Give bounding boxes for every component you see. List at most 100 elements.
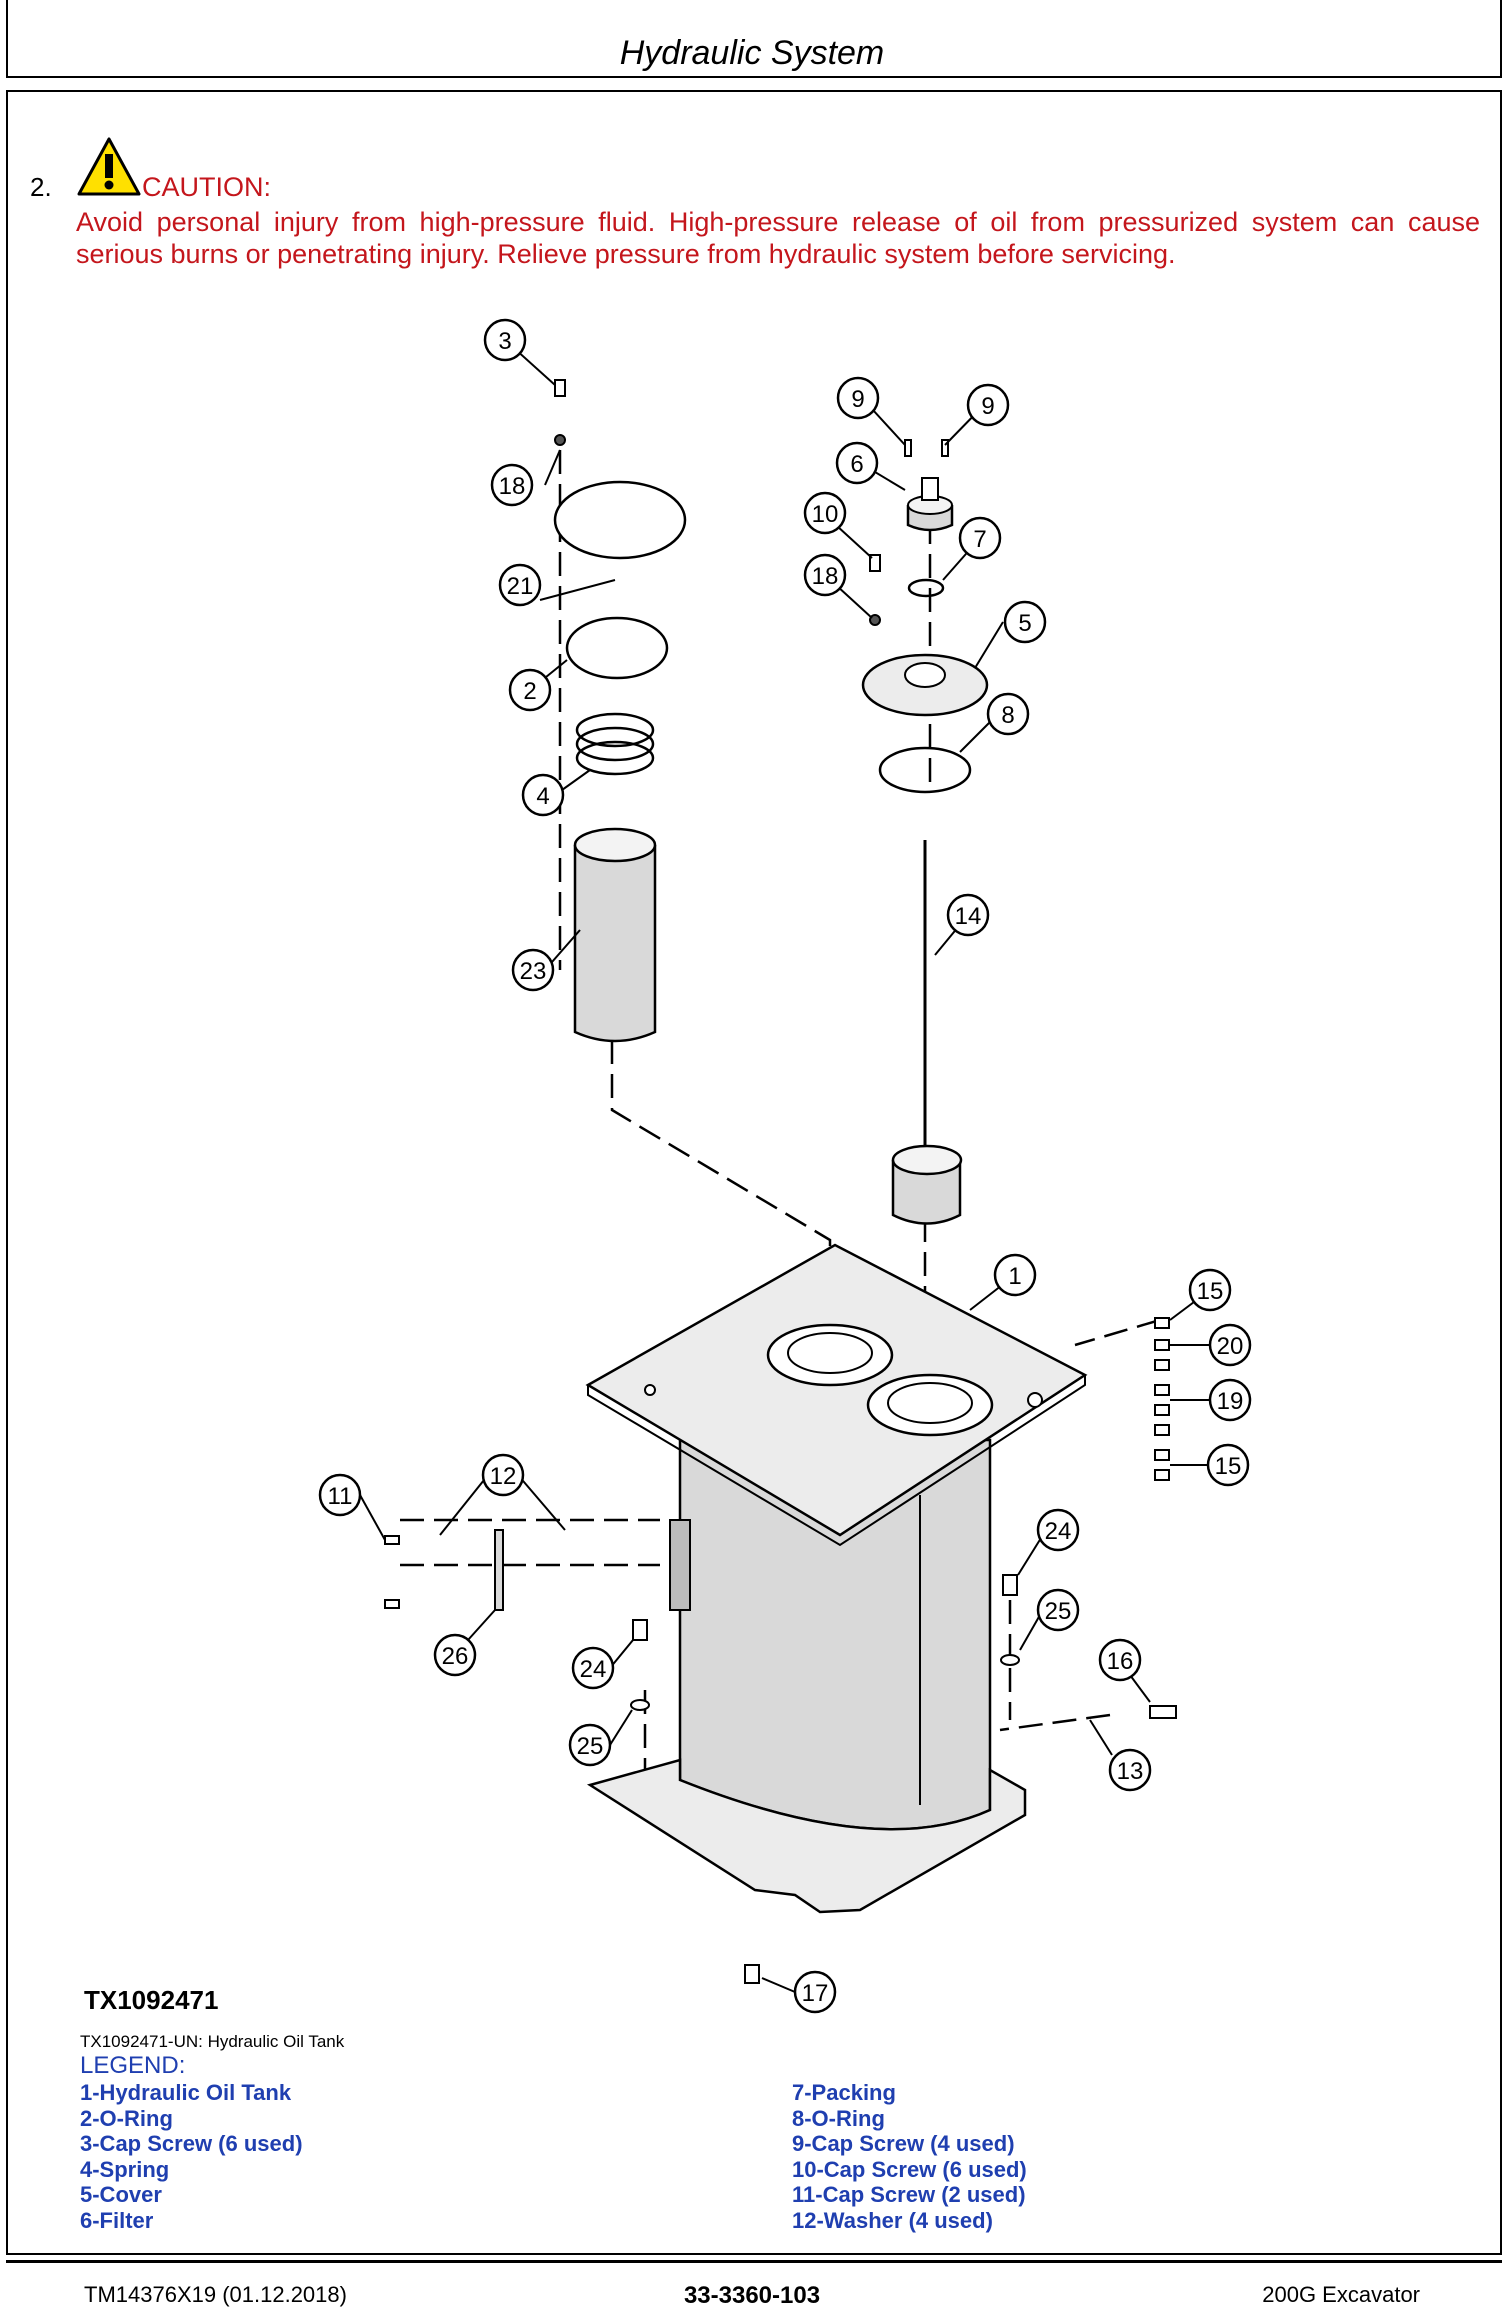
svg-text:1: 1 [1008, 1263, 1021, 1290]
svg-text:4: 4 [536, 783, 549, 810]
svg-text:23: 23 [520, 958, 547, 985]
legend-left-column: 1-Hydraulic Oil Tank 2-O-Ring 3-Cap Scre… [80, 2080, 303, 2233]
callout-24: 24 [1036, 1508, 1080, 1552]
svg-text:15: 15 [1197, 1278, 1224, 1305]
callout-17: 17 [793, 1970, 837, 2014]
footer-rule [6, 2260, 1502, 2263]
callout-7: 7 [958, 516, 1002, 560]
callout-16: 16 [1098, 1638, 1142, 1682]
legend-item: 10-Cap Screw (6 used) [792, 2156, 1027, 2182]
svg-text:7: 7 [973, 526, 986, 553]
spring-4 [575, 712, 655, 776]
callout-10: 10 [803, 491, 847, 535]
svg-text:14: 14 [955, 903, 982, 930]
svg-text:10: 10 [812, 501, 839, 528]
svg-text:8: 8 [1001, 702, 1014, 729]
strainer [891, 1144, 963, 1225]
svg-text:25: 25 [1045, 1598, 1072, 1625]
callout-13: 13 [1108, 1748, 1152, 1792]
callout-20: 20 [1208, 1323, 1252, 1367]
hydraulic-oil-tank-exploded-diagram: 3 18 21 2 4 23 9 9 6 10 7 18 5 8 14 1 15… [318, 318, 1252, 2014]
callout-4: 4 [521, 773, 565, 817]
svg-text:21: 21 [507, 573, 534, 600]
svg-text:18: 18 [812, 563, 839, 590]
svg-text:17: 17 [802, 1980, 829, 2007]
caution-text: Avoid personal injury from high-pressure… [76, 207, 1480, 269]
footer-page-number: 33-3360-103 [683, 2282, 821, 2309]
svg-text:9: 9 [981, 393, 994, 420]
footer-manual-id: TM14376X19 (01.12.2018) [84, 2282, 347, 2307]
step-number: 2. [30, 172, 52, 202]
cover-5 [861, 653, 989, 717]
svg-text:24: 24 [580, 1656, 607, 1683]
callout-18: 18 [803, 553, 847, 597]
o-ring-8 [878, 746, 972, 794]
svg-text:6: 6 [850, 451, 863, 478]
legend-item: 4-Spring [80, 2156, 170, 2182]
svg-text:9: 9 [851, 386, 864, 413]
svg-text:15: 15 [1215, 1453, 1242, 1480]
content-frame [6, 90, 1502, 2255]
tank-body [585, 1243, 1088, 1914]
filter-element-23 [573, 827, 657, 1043]
callout-15: 15 [1188, 1268, 1232, 1312]
page-header-title: Hydraulic System [619, 34, 885, 72]
legend-item: 1-Hydraulic Oil Tank [80, 2080, 292, 2105]
callout-9: 9 [966, 383, 1010, 427]
callout-5: 5 [1003, 600, 1047, 644]
legend-item: 11-Cap Screw (2 used) [792, 2182, 1026, 2207]
header-frame [6, 0, 1502, 78]
svg-text:12: 12 [490, 1463, 517, 1490]
hardware [384, 379, 1177, 1984]
legend-item: 9-Cap Screw (4 used) [792, 2131, 1015, 2156]
callout-18: 18 [490, 463, 534, 507]
svg-text:18: 18 [499, 473, 526, 500]
svg-text:20: 20 [1217, 1333, 1244, 1360]
legend-item: 6-Filter [80, 2207, 154, 2233]
footer-machine-model: 200G Excavator [1262, 2282, 1420, 2307]
callout-26: 26 [433, 1633, 477, 1677]
figure-id: TX1092471 [84, 1985, 219, 2015]
callout-21: 21 [498, 563, 542, 607]
callout-2: 2 [508, 668, 552, 712]
callout-8: 8 [986, 692, 1030, 736]
svg-text:24: 24 [1045, 1518, 1072, 1545]
callout-3: 3 [483, 318, 527, 362]
svg-text:25: 25 [577, 1733, 604, 1760]
callout-24: 24 [571, 1646, 615, 1690]
svg-text:5: 5 [1018, 610, 1031, 637]
legend-item: 5-Cover [80, 2182, 162, 2207]
callout-19: 19 [1208, 1378, 1252, 1422]
callout-25: 25 [568, 1723, 612, 1767]
legend-heading: LEGEND: [80, 2052, 186, 2079]
legend-item: 3-Cap Screw (6 used) [80, 2131, 303, 2156]
callout-9: 9 [836, 376, 880, 420]
svg-text:13: 13 [1117, 1758, 1144, 1785]
legend-item: 7-Packing [792, 2080, 896, 2105]
callout-12: 12 [481, 1453, 525, 1497]
svg-text:3: 3 [498, 328, 511, 355]
callout-15: 15 [1206, 1443, 1250, 1487]
filter-6 [906, 477, 954, 532]
cover-plate-21 [553, 480, 687, 560]
o-ring-2 [565, 616, 669, 680]
legend-right-column: 7-Packing 8-O-Ring 9-Cap Screw (4 used) … [792, 2080, 1027, 2233]
callout-25: 25 [1036, 1588, 1080, 1632]
callout-1: 1 [993, 1253, 1037, 1297]
warning-triangle-icon [77, 137, 141, 196]
svg-text:26: 26 [442, 1643, 469, 1670]
callout-14: 14 [946, 893, 990, 937]
packing-7 [907, 578, 945, 598]
caution-label: CAUTION: [142, 172, 272, 202]
legend-item: 12-Washer (4 used) [792, 2207, 993, 2233]
legend-item: 2-O-Ring [80, 2105, 173, 2131]
callout-11: 11 [318, 1473, 362, 1517]
callout-6: 6 [835, 441, 879, 485]
figure-caption: TX1092471-UN: Hydraulic Oil Tank [80, 2032, 345, 2051]
legend-item: 8-O-Ring [792, 2105, 885, 2131]
svg-text:2: 2 [523, 678, 536, 705]
svg-text:11: 11 [328, 1483, 353, 1510]
svg-text:16: 16 [1107, 1648, 1134, 1675]
svg-text:19: 19 [1217, 1388, 1244, 1415]
callout-23: 23 [511, 948, 555, 992]
